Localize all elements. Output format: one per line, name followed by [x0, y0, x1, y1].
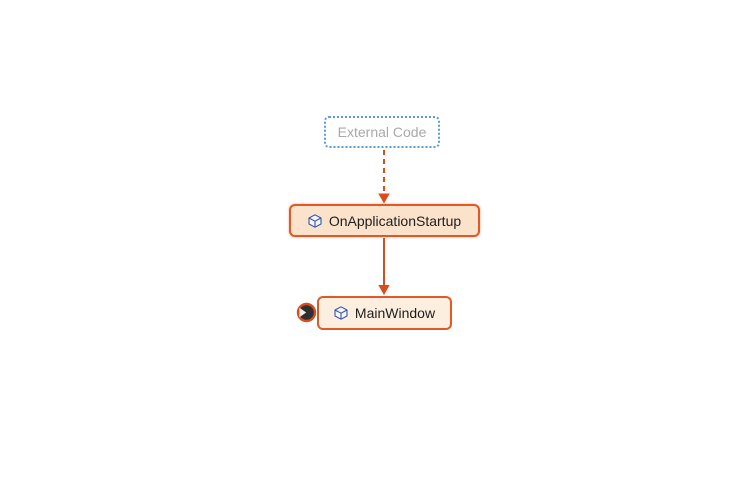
- node-external-code[interactable]: External Code: [324, 116, 440, 148]
- cube-icon: [334, 306, 348, 320]
- node-label: External Code: [337, 124, 427, 140]
- arrowhead-down-icon: [378, 285, 390, 295]
- edge-external-to-startup[interactable]: [378, 150, 390, 204]
- node-on-application-startup[interactable]: OnApplicationStartup: [289, 204, 480, 237]
- expand-incoming-links-button[interactable]: [296, 302, 317, 323]
- node-label: OnApplicationStartup: [328, 212, 462, 229]
- chevron-right-icon: [299, 307, 307, 318]
- node-label: MainWindow: [354, 305, 436, 321]
- edge-startup-to-mainwindow[interactable]: [378, 238, 390, 295]
- expand-ring-icon: [296, 302, 317, 323]
- node-main-window[interactable]: MainWindow: [317, 296, 452, 330]
- arrowhead-down-icon: [378, 193, 390, 204]
- cube-icon: [308, 213, 322, 228]
